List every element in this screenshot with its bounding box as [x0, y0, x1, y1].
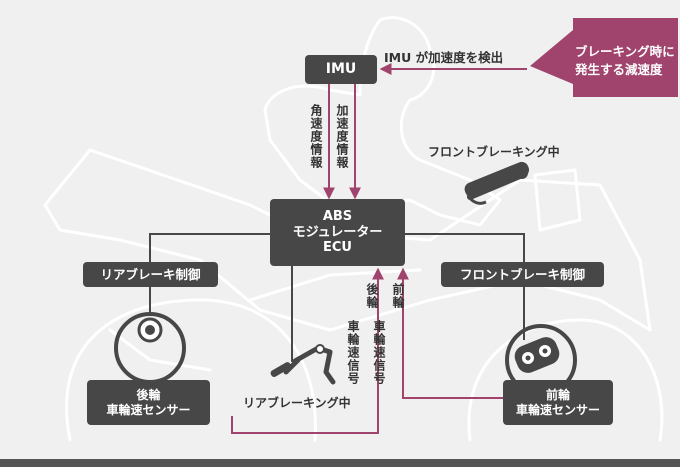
angular-velocity-label: 角速度情報: [309, 104, 323, 169]
acceleration-label: 加速度情報: [335, 104, 349, 169]
rear-braking-label: リアブレーキング中: [243, 396, 351, 410]
rear-brake-control-box: リアブレーキ制御: [83, 262, 218, 287]
front-control-label: フロントブレーキ制御: [459, 267, 585, 282]
rear-speed-signal-line: [231, 267, 384, 434]
ecu-line2: モジュレーター: [292, 224, 383, 240]
abs-ecu-box: ABS モジュレーター ECU: [270, 199, 405, 266]
rear-control-label: リアブレーキ制御: [100, 267, 201, 282]
front-sensor-line1: 前輪: [545, 388, 570, 403]
ecu-line1: ABS: [322, 209, 353, 225]
front-speed-signal-col2: 車輪速信号: [372, 320, 386, 385]
rear-speed-signal-col1: 後輪: [365, 283, 379, 309]
front-wheel-speed-sensor-box: 前輪 車輪速センサー: [503, 380, 613, 425]
callout-line1: ブレーキング時に: [575, 44, 675, 59]
front-wheel-hub: [505, 324, 577, 396]
rear-wheel-speed-sensor-box: 後輪 車輪速センサー: [87, 380, 210, 425]
rear-sensor-line2: 車輪速センサー: [106, 402, 191, 417]
front-speed-signal-col1: 前輪: [391, 283, 405, 309]
callout-line2: 発生する減速度: [575, 61, 663, 77]
front-braking-label: フロントブレーキング中: [428, 145, 560, 159]
rear-sensor-line1: 後輪: [136, 388, 161, 403]
braking-decel-callout: ブレーキング時に 発生する減速度: [575, 43, 675, 78]
front-brake-control-box: フロントブレーキ制御: [441, 262, 604, 287]
imu-detect-label: IMU が加速度を検出: [384, 50, 504, 65]
ecu-line3: ECU: [323, 240, 352, 256]
braking-decel-callout-arrow: [530, 18, 678, 97]
rear-brake-pedal-icon: [270, 344, 336, 385]
rear-wheel-hub: [114, 312, 186, 384]
imu-box: IMU: [305, 55, 377, 84]
front-brake-lever-icon: [464, 161, 530, 205]
rear-speed-signal-col2: 車輪速信号: [346, 320, 360, 385]
imu-label: IMU: [325, 61, 357, 78]
ground-line: [0, 459, 680, 467]
front-sensor-line2: 車輪速センサー: [515, 402, 600, 417]
imu-signal-lines: [323, 84, 361, 200]
motorcycle-rider-silhouette: [43, 16, 664, 442]
front-speed-signal-line: [397, 267, 503, 399]
